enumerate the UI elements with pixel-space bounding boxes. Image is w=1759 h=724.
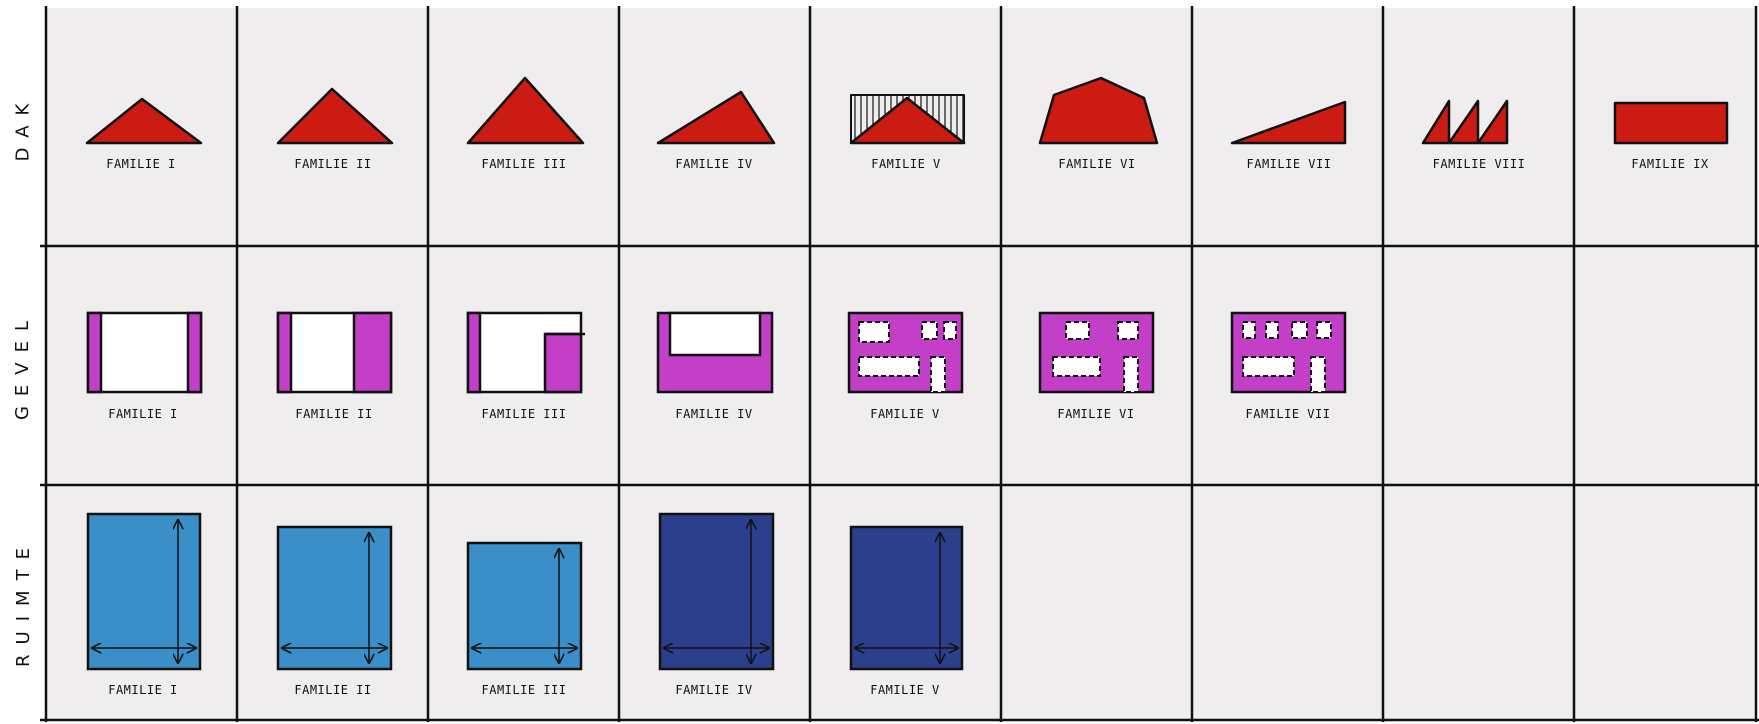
cell-label-dak-5: FAMILIE V <box>818 157 994 171</box>
cell-label-gevel-2: FAMILIE II <box>246 407 422 421</box>
cell-label-gevel-6: FAMILIE VI <box>1008 407 1184 421</box>
cell-label-dak-7: FAMILIE VII <box>1201 157 1377 171</box>
cell-label-dak-2: FAMILIE II <box>245 157 421 171</box>
space-dark-blue-box-icon <box>660 514 773 669</box>
space-light-blue-box-icon <box>88 514 200 669</box>
cell-label-ruimte-1: FAMILIE I <box>55 683 231 697</box>
space-light-blue-box-icon <box>468 543 581 669</box>
cell-label-gevel-7: FAMILIE VII <box>1200 407 1376 421</box>
cell-label-dak-9: FAMILIE IX <box>1582 157 1758 171</box>
cell-label-dak-4: FAMILIE IV <box>626 157 802 171</box>
cell-label-gevel-4: FAMILIE IV <box>626 407 802 421</box>
space-dark-blue-box-icon <box>851 527 962 669</box>
cell-label-dak-8: FAMILIE VIII <box>1391 157 1567 171</box>
cell-label-ruimte-2: FAMILIE II <box>245 683 421 697</box>
cell-label-dak-1: FAMILIE I <box>53 157 229 171</box>
cell-label-gevel-5: FAMILIE V <box>817 407 993 421</box>
space-light-blue-box-icon <box>278 527 391 669</box>
cell-label-dak-6: FAMILIE VI <box>1009 157 1185 171</box>
cell-label-dak-3: FAMILIE III <box>436 157 612 171</box>
cell-label-ruimte-3: FAMILIE III <box>436 683 612 697</box>
cell-label-gevel-1: FAMILIE I <box>55 407 231 421</box>
cell-label-ruimte-5: FAMILIE V <box>817 683 993 697</box>
cell-label-gevel-3: FAMILIE III <box>436 407 612 421</box>
cell-label-ruimte-4: FAMILIE IV <box>626 683 802 697</box>
